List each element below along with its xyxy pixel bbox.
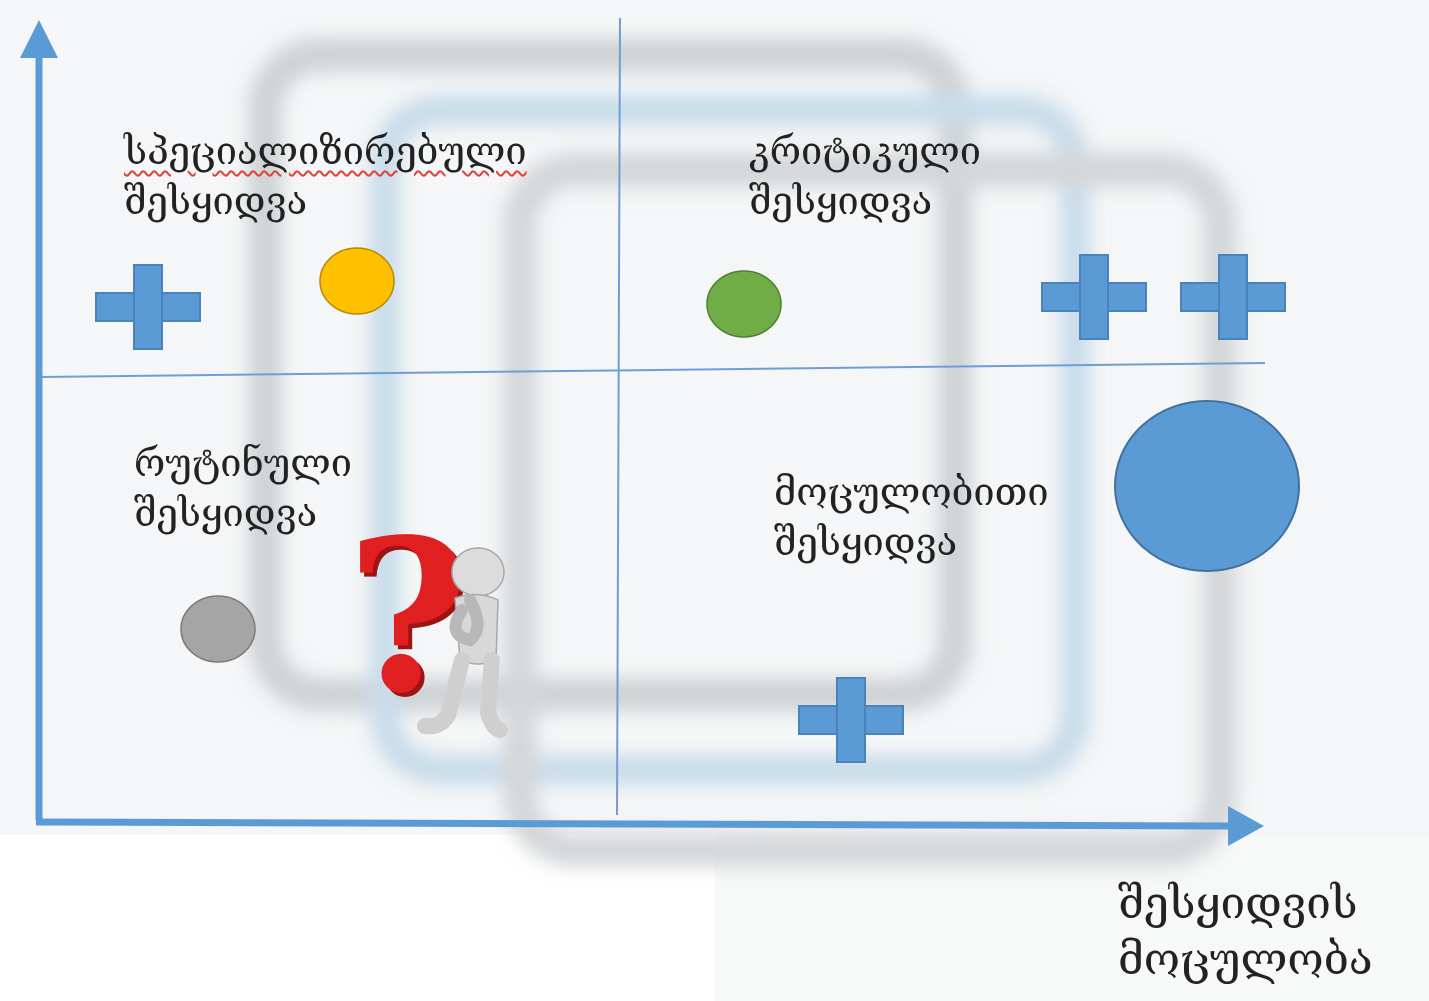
quadrant-label-bottom-left: რუტინული შესყიდვა	[134, 438, 352, 538]
plus-icon	[95, 264, 201, 350]
quadrant-label-top-left: სპეციალიზირებული შესყიდვა	[124, 126, 527, 226]
quadrant-label-top-right: კრიტიკული შესყიდვა	[749, 126, 981, 226]
circle-green	[706, 270, 782, 338]
label-line-1: მოცულობითი	[774, 470, 1049, 514]
circle-blue-large	[1114, 400, 1300, 572]
label-line-1: კრიტიკული	[749, 129, 982, 173]
x-axis-label-line-2: მოცულობა	[1118, 934, 1373, 985]
circle-gray	[180, 595, 256, 663]
vertical-divider	[616, 17, 621, 816]
circle-yellow	[319, 247, 395, 315]
label-line-1: რუტინული	[134, 441, 353, 485]
y-axis-arrowhead	[20, 20, 58, 58]
label-line-1: სპეციალიზირებული	[124, 129, 527, 173]
plus-icon	[1041, 254, 1147, 340]
label-line-2: შესყიდვა	[774, 520, 958, 564]
quadrant-label-bottom-right: მოცულობითი შესყიდვა	[774, 467, 1049, 567]
x-axis-label-line-1: შესყიდვის	[1118, 878, 1358, 929]
x-axis	[35, 818, 1231, 830]
label-line-2: შესყიდვა	[134, 491, 318, 535]
thinking-person-icon	[417, 547, 508, 738]
horizontal-divider	[39, 362, 1266, 378]
x-axis-label: შესყიდვის მოცულობა	[1118, 876, 1373, 988]
frame-blue	[370, 95, 1090, 785]
label-line-2: შესყიდვა	[749, 179, 933, 223]
plus-icon	[798, 677, 904, 763]
x-axis-arrowhead	[1228, 806, 1264, 846]
label-line-2: შესყიდვა	[124, 179, 308, 223]
plus-icon	[1180, 254, 1286, 340]
